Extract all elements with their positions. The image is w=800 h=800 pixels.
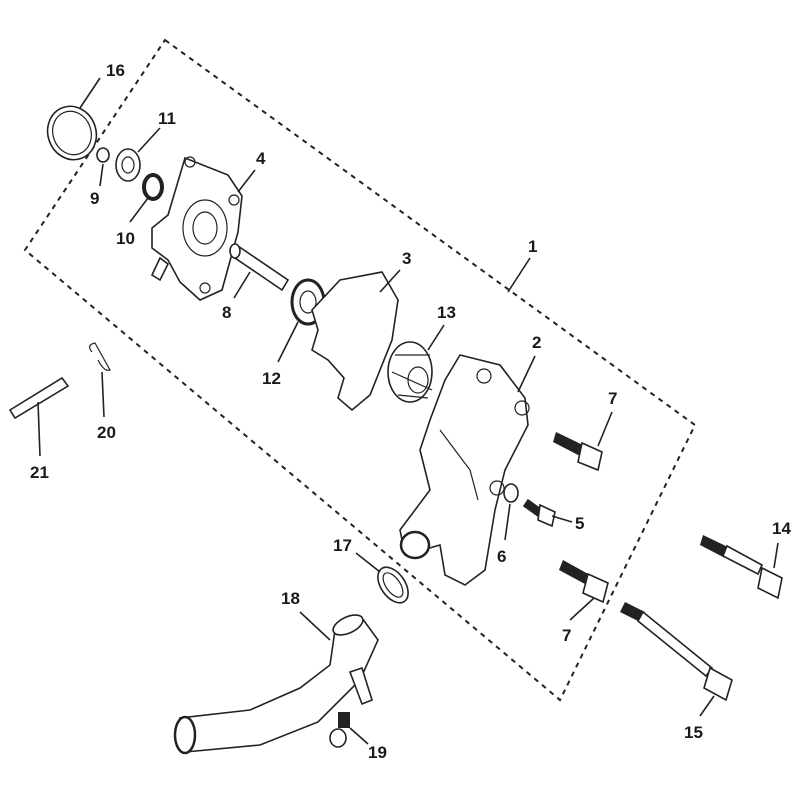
part-7-bolt-lower xyxy=(559,560,609,604)
part-16-o-ring xyxy=(46,105,98,161)
part-4-pump-cover xyxy=(150,156,243,301)
part-3-gasket xyxy=(311,271,399,412)
callout-7-upper: 7 xyxy=(608,389,617,408)
part-5-bolt xyxy=(522,498,556,528)
callout-15: 15 xyxy=(684,723,703,742)
part-2-pump-body xyxy=(399,354,530,586)
part-15-bolt xyxy=(620,602,733,702)
part-18-pipe xyxy=(173,614,379,755)
callout-14: 14 xyxy=(772,519,791,538)
part-11-bearing xyxy=(115,148,141,182)
callout-12: 12 xyxy=(262,369,281,388)
callout-20: 20 xyxy=(97,423,116,442)
callout-21: 21 xyxy=(30,463,49,482)
part-6-washer xyxy=(503,483,519,503)
assembly-boundary xyxy=(23,38,697,702)
leader-lines xyxy=(37,77,779,745)
callout-4: 4 xyxy=(256,149,266,168)
part-7-bolt-upper xyxy=(553,432,603,472)
part-19-plug xyxy=(329,712,350,748)
callout-16: 16 xyxy=(106,61,125,80)
callout-8: 8 xyxy=(222,303,231,322)
callout-2: 2 xyxy=(532,333,541,352)
callout-3: 3 xyxy=(402,249,411,268)
part-14-bolt xyxy=(700,535,783,600)
callout-11: 11 xyxy=(158,109,176,128)
part-20-clip xyxy=(89,342,111,371)
callout-9: 9 xyxy=(90,189,99,208)
part-8-shaft xyxy=(229,243,290,292)
callout-18: 18 xyxy=(281,589,300,608)
part-9-washer xyxy=(96,147,110,163)
callout-7-lower: 7 xyxy=(562,626,571,645)
callout-1: 1 xyxy=(528,237,537,256)
part-10-seal xyxy=(142,173,164,201)
callout-10: 10 xyxy=(116,229,135,248)
callout-17: 17 xyxy=(333,536,352,555)
callout-13: 13 xyxy=(437,303,456,322)
callout-5: 5 xyxy=(575,514,584,533)
part-13-impeller xyxy=(387,341,433,403)
callout-19: 19 xyxy=(368,743,387,762)
callout-6: 6 xyxy=(497,547,506,566)
part-21-pin xyxy=(8,376,70,420)
part-17-o-ring xyxy=(377,566,409,604)
